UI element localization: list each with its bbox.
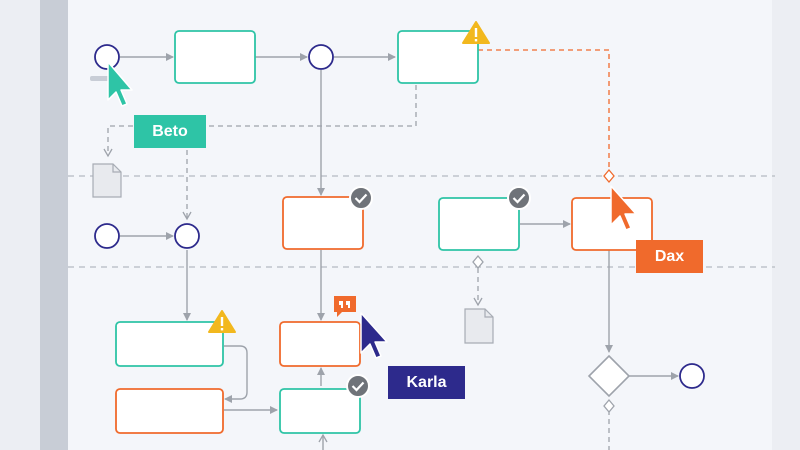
connector-diamond	[603, 398, 615, 414]
task-box[interactable]	[397, 30, 479, 84]
warning-triangle-icon	[208, 310, 236, 333]
document-icon	[464, 308, 494, 344]
connectors	[120, 53, 679, 450]
document-icon	[92, 163, 122, 198]
pointer-arrow-icon	[107, 61, 133, 107]
connector-diamond	[472, 254, 484, 270]
task-box[interactable]	[115, 388, 224, 434]
comment-quote-icon[interactable]	[334, 296, 356, 317]
collaborator-label-karla: Karla	[388, 366, 465, 399]
task-box[interactable]	[279, 321, 361, 367]
checkmark-badge-icon	[349, 186, 373, 210]
checkmark-badge-icon	[507, 186, 531, 210]
events	[94, 44, 705, 389]
drag-handle	[90, 76, 112, 81]
dashed-connector	[103, 85, 417, 158]
intermediate-event	[174, 223, 200, 249]
start-event	[94, 44, 120, 70]
pointer-arrow-icon	[610, 185, 637, 231]
task-box[interactable]	[438, 197, 520, 251]
intermediate-event	[308, 44, 334, 70]
task-box[interactable]	[282, 196, 364, 250]
collaborator-label-beto: Beto	[134, 115, 206, 148]
task-boxes	[115, 30, 653, 434]
pointer-arrow-icon	[360, 312, 388, 359]
task-box[interactable]	[279, 388, 361, 434]
dashed-connector	[478, 49, 610, 170]
task-box[interactable]	[174, 30, 256, 84]
connector	[224, 345, 248, 403]
gateway-diamond[interactable]	[587, 354, 631, 398]
collaborator-label-dax: Dax	[636, 240, 703, 273]
start-event	[94, 223, 120, 249]
connector-diamond	[603, 168, 615, 184]
end-event	[679, 363, 705, 389]
warning-triangle-icon	[462, 21, 490, 44]
left-rail	[40, 0, 68, 450]
checkmark-badge-icon	[346, 374, 370, 398]
task-box[interactable]	[115, 321, 224, 367]
right-edge	[772, 0, 800, 450]
dashed-connectors	[103, 49, 610, 450]
